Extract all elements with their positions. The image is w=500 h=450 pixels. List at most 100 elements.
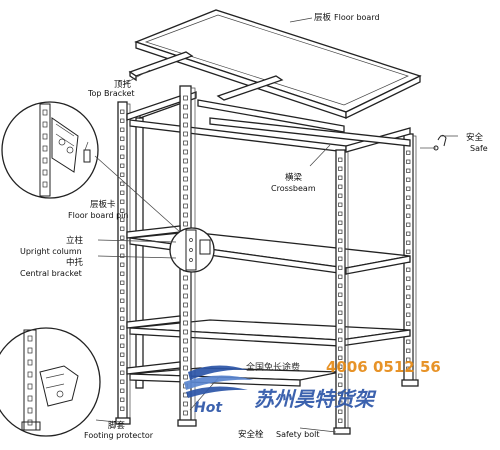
upright-slot — [338, 157, 343, 162]
upright-slot — [120, 397, 125, 402]
watermark: Hot 全国免长途费 4006 0512 56 苏州昊特货架 — [184, 358, 441, 416]
phone-number: 4006 0512 56 — [326, 358, 441, 376]
label-central-bracket: 中托 Central bracket — [20, 257, 84, 278]
upright-slot — [338, 400, 343, 405]
upright-slot — [338, 220, 343, 225]
safe-en: Safe — [470, 144, 488, 153]
upright-slot — [42, 157, 48, 164]
footing-protector-en: Footing protector — [84, 431, 154, 440]
upright-slot — [120, 379, 125, 384]
upright-slot — [406, 285, 411, 290]
detail-central-bracket — [169, 227, 215, 273]
upright-slot — [338, 346, 343, 351]
crossbeam-en: Crossbeam — [271, 184, 316, 193]
upright-slot — [338, 202, 343, 207]
upright-slot — [338, 247, 343, 252]
central-bracket-cn: 中托 — [66, 257, 84, 268]
upright-slot — [338, 382, 343, 387]
upright-slot — [183, 410, 188, 416]
central-bracket-en: Central bracket — [20, 269, 82, 278]
upright-slot — [120, 145, 125, 150]
upright-slot — [183, 212, 188, 218]
upright-slot — [183, 374, 188, 380]
upright-slot — [27, 407, 33, 414]
safe-hook — [420, 134, 447, 151]
label-safety-bolt: 安全栓 Safety bolt — [238, 429, 319, 440]
upright-slot — [406, 177, 411, 182]
upright-slot — [406, 321, 411, 326]
upright-slot — [406, 357, 411, 362]
upright-slot — [406, 150, 411, 155]
upright-slot — [338, 238, 343, 243]
upright-slot — [42, 121, 48, 128]
upright-slot — [183, 149, 188, 155]
floor-board-pin-cn: 层板卡 — [90, 199, 116, 210]
label-upright-column: 立柱 Upright column — [20, 235, 84, 256]
upright-slot — [338, 391, 343, 396]
upright-slot — [27, 335, 33, 342]
upright-slot — [183, 176, 188, 182]
upright-slot — [120, 307, 125, 312]
crossbeam-cn: 横梁 — [285, 172, 303, 183]
upright-slot — [338, 310, 343, 315]
upright-slot — [338, 418, 343, 423]
floor-board-pin-en: Floor board pin — [68, 211, 128, 220]
upright-slot — [42, 133, 48, 140]
upright-slot — [42, 181, 48, 188]
upright-slot — [406, 312, 411, 317]
upright-slot — [27, 359, 33, 366]
upright-slot — [406, 303, 411, 308]
upright-slot — [42, 169, 48, 176]
safety-bolt-cn: 安全栓 — [238, 429, 264, 440]
upright-slot — [406, 240, 411, 245]
upright-slot — [27, 347, 33, 354]
upright-slot — [183, 104, 188, 110]
upright-slot — [183, 158, 188, 164]
label-floor-board-pin: 层板卡 Floor board pin — [68, 199, 128, 220]
upright-slot — [338, 409, 343, 414]
upright-slot — [338, 373, 343, 378]
lower-shelf — [129, 319, 411, 347]
upright-slot — [338, 355, 343, 360]
floor-board-part — [134, 9, 422, 120]
upright-slot — [183, 140, 188, 146]
upright-slot — [120, 163, 125, 168]
side-beams — [126, 95, 181, 375]
upright-slot — [120, 388, 125, 393]
upright-slot — [120, 316, 125, 321]
upright-slot — [183, 311, 188, 317]
logo-text: Hot — [194, 400, 223, 416]
upright-slot — [120, 370, 125, 375]
upright-slot — [338, 211, 343, 216]
upright-slot — [120, 172, 125, 177]
upright-slot — [406, 159, 411, 164]
upright-slot — [183, 302, 188, 308]
upright-slot — [338, 229, 343, 234]
upright-slot — [120, 226, 125, 231]
upright-slot — [183, 122, 188, 128]
upright-slot — [338, 256, 343, 261]
upright-slot — [183, 95, 188, 101]
upright-slot — [406, 294, 411, 299]
upright-slot — [338, 184, 343, 189]
upright-slot — [183, 293, 188, 299]
upright-slot — [120, 253, 125, 258]
upright-slot — [120, 343, 125, 348]
upright-slot — [406, 168, 411, 173]
upright-slot — [406, 222, 411, 227]
upright-column-en: Upright column — [20, 247, 82, 256]
upright-slot — [338, 265, 343, 270]
label-crossbeam: 横梁 Crossbeam — [271, 172, 316, 193]
upright-slot — [120, 271, 125, 276]
upright-slot — [183, 185, 188, 191]
upright-slot — [183, 329, 188, 335]
upright-slot — [120, 199, 125, 204]
floor-board-en: Floor board — [334, 13, 380, 22]
upright-slot — [27, 371, 33, 378]
upright-slot — [120, 244, 125, 249]
upright-slot — [183, 194, 188, 200]
safety-bolt-en: Safety bolt — [276, 430, 319, 439]
upright-slot — [120, 127, 125, 132]
